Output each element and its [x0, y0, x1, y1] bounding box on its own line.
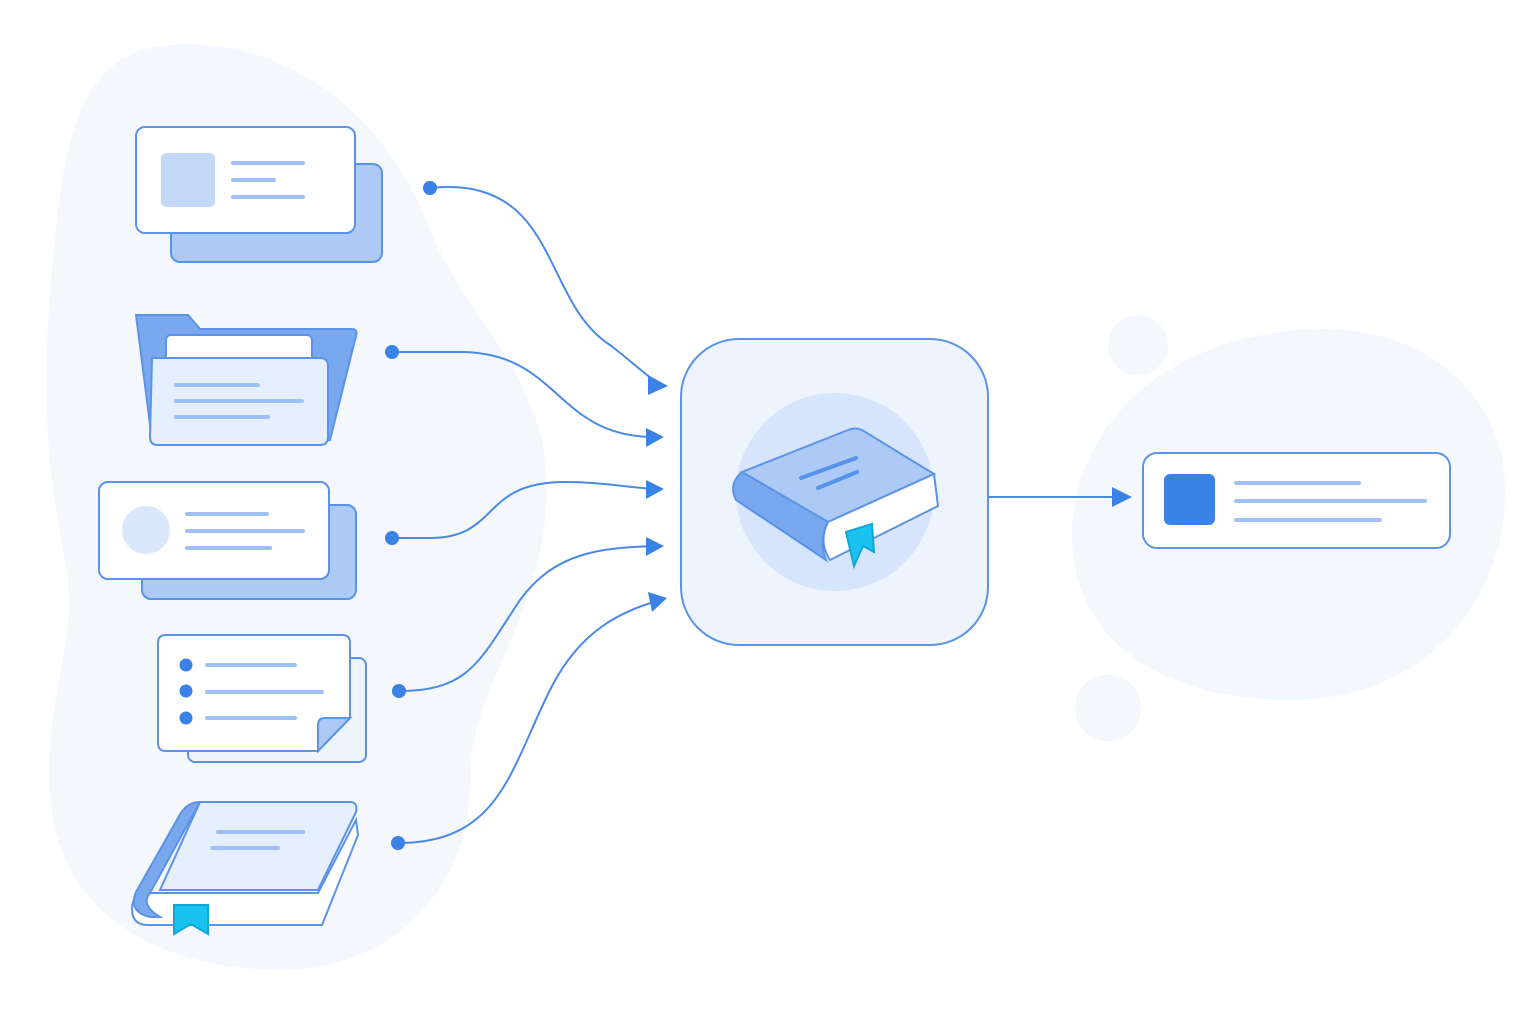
list-bullet-3 — [179, 711, 193, 725]
result-card-icon — [1142, 452, 1451, 549]
connector-3 — [392, 480, 656, 539]
hub-book-cover — [739, 427, 937, 524]
small-blob-top — [1108, 315, 1168, 375]
book-spine — [132, 800, 202, 918]
arrowhead-1 — [648, 375, 668, 395]
knowledge-hub — [680, 338, 989, 646]
connector-dots — [385, 181, 437, 850]
list-bullet-2 — [179, 684, 193, 698]
connector-1 — [429, 186, 663, 387]
connectors — [392, 186, 1117, 844]
profile-card-icon — [98, 481, 357, 600]
connector-2 — [392, 351, 656, 438]
connector-dot-4 — [392, 684, 406, 698]
small-blob-bottom — [1075, 675, 1141, 741]
folder-icon — [134, 314, 358, 446]
list-note-fold — [317, 717, 353, 754]
document-card-thumbnail — [161, 153, 215, 207]
connector-dot-2 — [385, 345, 399, 359]
connector-dot-3 — [385, 531, 399, 545]
document-card-icon — [135, 126, 383, 263]
connector-4 — [398, 545, 656, 692]
knowledge-book-icon — [732, 427, 940, 570]
arrowheads — [646, 375, 1132, 612]
bulleted-list-icon — [157, 634, 367, 763]
arrowhead-5 — [648, 592, 667, 612]
arrowhead-4 — [646, 537, 664, 556]
list-bullet-1 — [179, 658, 193, 672]
arrowhead-output — [1112, 487, 1132, 507]
hub-book-line-2 — [816, 470, 859, 490]
arrowhead-3 — [646, 480, 664, 499]
profile-avatar — [122, 506, 170, 554]
connector-dot-5 — [391, 836, 405, 850]
book-bookmark — [173, 904, 209, 936]
result-card-thumbnail — [1164, 474, 1215, 525]
connector-5 — [397, 599, 661, 844]
connector-dot-1 — [423, 181, 437, 195]
book-icon — [130, 800, 360, 936]
arrowhead-2 — [646, 428, 664, 447]
hub-book-line-1 — [799, 456, 858, 480]
hub-book-bookmark — [844, 522, 876, 570]
